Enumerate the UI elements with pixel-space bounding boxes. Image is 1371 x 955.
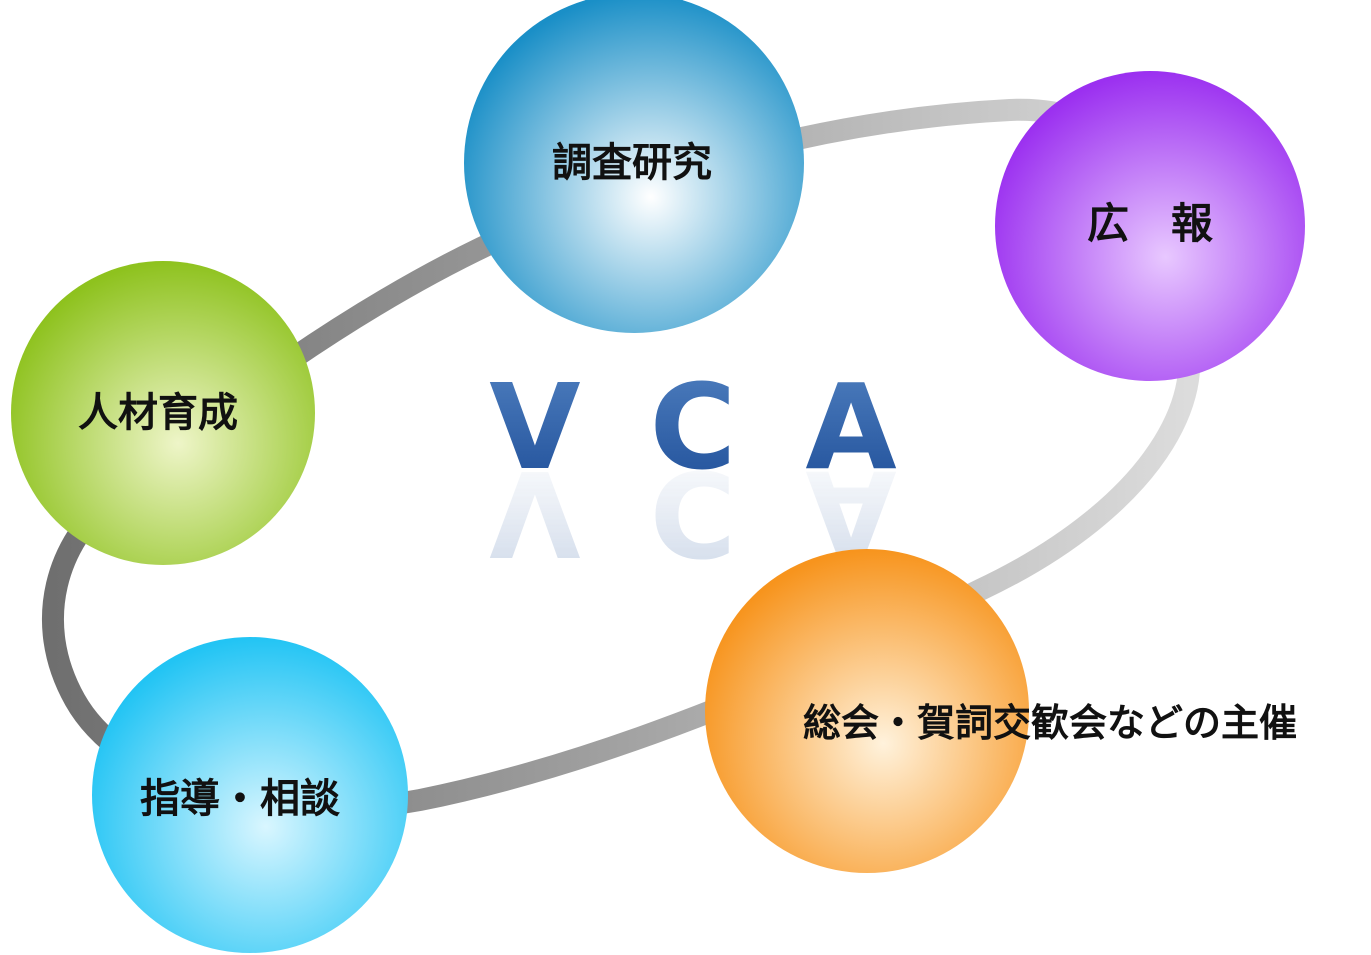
node-general-meeting-label: 総会・賀詞交歓会などの主催 [803, 701, 1297, 745]
node-public-relations: 広 報 [995, 71, 1305, 381]
node-guidance-label: 指導・相談 [140, 776, 340, 822]
node-public-relations-label: 広 報 [1087, 199, 1213, 248]
node-general-meeting: 総会・賀詞交歓会などの主催 [705, 549, 1297, 873]
node-research-circle [464, 0, 804, 333]
node-general-meeting-circle [705, 549, 1029, 873]
node-guidance-circle [92, 637, 408, 953]
center-title: V C A [489, 358, 910, 496]
node-guidance: 指導・相談 [92, 637, 408, 953]
node-research: 調査研究 [464, 0, 804, 333]
node-hr-development-circle [11, 261, 315, 565]
node-public-relations-circle [995, 71, 1305, 381]
node-hr-development-label: 人材育成 [78, 390, 238, 436]
node-hr-development: 人材育成 [11, 261, 315, 565]
node-research-label: 調査研究 [552, 140, 712, 186]
